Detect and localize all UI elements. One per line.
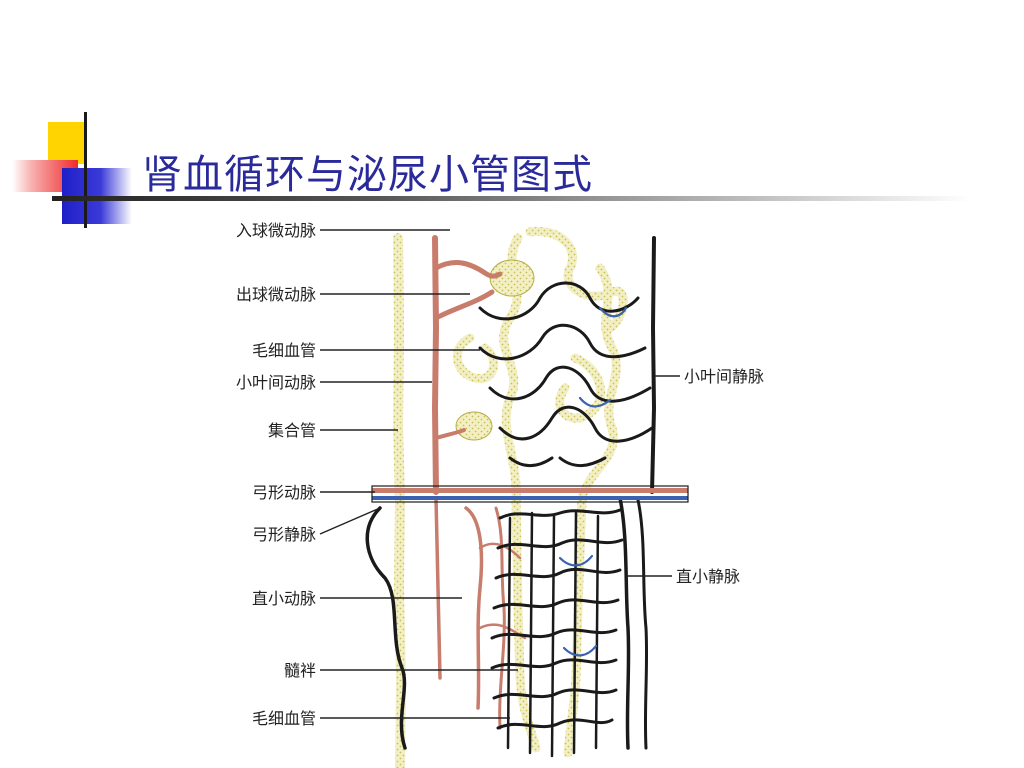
label-loop-of-henle: 髓袢 — [284, 661, 316, 680]
arteries-layer — [432, 235, 527, 730]
label-interlobular-artery: 小叶间动脉 — [236, 373, 316, 392]
capillary-network-medulla — [490, 508, 624, 730]
decor-vertical-rule — [84, 112, 87, 228]
vein-accent-1 — [598, 306, 628, 318]
kidney-circulation-diagram: 入球微动脉 出球微动脉 毛细血管 小叶间动脉 集合管 弓形动脉 弓形静脉 直小动… — [180, 208, 806, 768]
label-arcuate-artery: 弓形动脉 — [252, 483, 316, 502]
veins-layer — [365, 236, 656, 758]
arcuate-band-outline — [371, 485, 689, 503]
glomeruli — [455, 259, 535, 441]
label-arcuate-vein: 弓形静脉 — [252, 525, 316, 544]
interlobular-artery — [432, 235, 439, 495]
vasa-recta-vein-1 — [618, 496, 631, 750]
tubule-convoluted-left — [452, 333, 499, 384]
efferent-arteriole — [433, 289, 495, 321]
capillary-verticals — [506, 510, 600, 758]
vein-accent-4 — [562, 644, 598, 657]
arcuate-artery — [372, 488, 688, 493]
interlobular-vein — [650, 236, 656, 494]
vasa-recta-vein-2 — [636, 498, 649, 750]
vasa-recta-artery-1 — [434, 496, 442, 680]
arcuate-vein — [372, 496, 688, 500]
label-interlobular-vein: 小叶间静脉 — [684, 367, 764, 386]
label-capillary-lower: 毛细血管 — [252, 709, 316, 728]
label-vasa-recta-vein: 直小静脉 — [676, 567, 740, 586]
label-efferent-arteriole: 出球微动脉 — [236, 285, 316, 304]
capillary-network-cortex — [478, 281, 654, 467]
label-vasa-recta-artery: 直小动脉 — [252, 589, 316, 608]
vein-accents — [558, 306, 628, 657]
vasa-recta-artery-2 — [464, 506, 484, 710]
tubule-convoluted-upper — [525, 227, 628, 333]
vein-left-branches — [365, 506, 407, 750]
title-underline — [52, 196, 972, 201]
leader-arcuate-vein — [319, 507, 381, 535]
glomerulus-lower — [455, 411, 493, 441]
label-collecting-duct: 集合管 — [268, 421, 316, 440]
vein-accent-2 — [578, 396, 612, 408]
label-capillary-upper: 毛细血管 — [252, 341, 316, 360]
vein-accent-3 — [558, 554, 594, 567]
diagram-svg: 入球微动脉 出球微动脉 毛细血管 小叶间动脉 集合管 弓形动脉 弓形静脉 直小动… — [236, 221, 764, 768]
arcuate-vessels — [371, 485, 689, 503]
branch-arteriole-lower — [434, 428, 466, 440]
tubule-convoluted-mid — [555, 353, 606, 423]
leader-lines — [319, 229, 680, 719]
decor-yellow-square — [48, 122, 84, 164]
vasa-recta-artery-3 — [494, 506, 506, 730]
collecting-duct — [393, 233, 406, 768]
slide-title: 肾血循环与泌尿小管图式 — [142, 152, 593, 198]
afferent-arteriole — [433, 260, 503, 279]
labels: 入球微动脉 出球微动脉 毛细血管 小叶间动脉 集合管 弓形动脉 弓形静脉 直小动… — [236, 221, 764, 728]
label-afferent-arteriole: 入球微动脉 — [236, 221, 316, 240]
